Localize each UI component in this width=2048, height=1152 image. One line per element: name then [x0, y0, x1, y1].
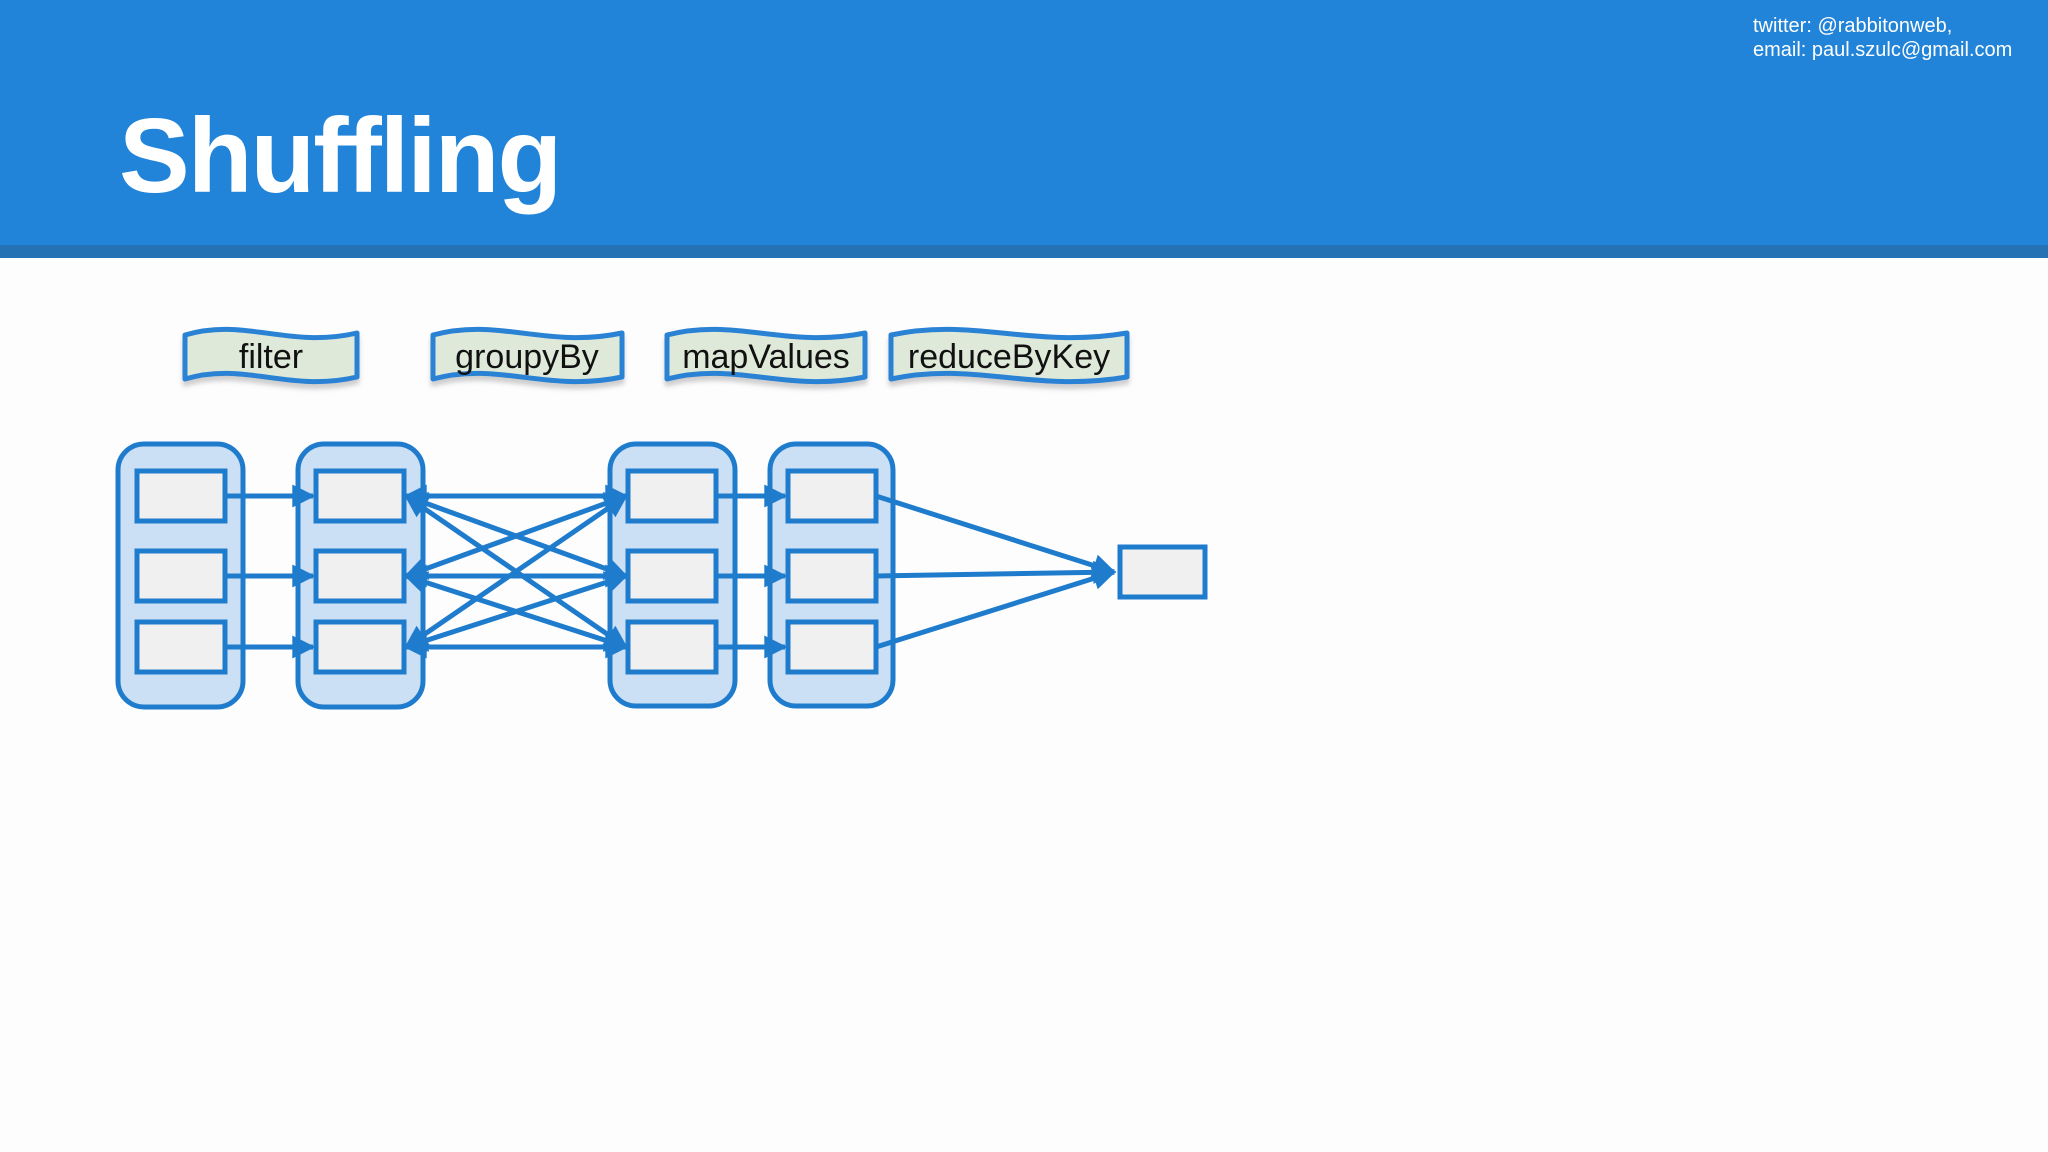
- fanin-arrow-3: [875, 567, 1117, 650]
- fanin-arrows-stage4-result: [875, 493, 1117, 650]
- stage-1-partition-3: [134, 619, 228, 675]
- result-box: [1117, 544, 1208, 600]
- operation-labels: filter groupyBy mapValues reduceByKey: [182, 326, 1130, 385]
- contact-twitter: twitter: @rabbitonweb,: [1753, 15, 1953, 37]
- shuffle-arrow-3-2: [403, 571, 629, 652]
- stage-3-partition-1: [625, 468, 719, 524]
- stage-4-partition-1: [785, 468, 879, 524]
- op-label-filter: filter: [239, 338, 303, 376]
- wave-shape-reducebykey: [888, 326, 1130, 385]
- op-label-reducebykey: reduceByKey: [908, 338, 1110, 376]
- stage-1-partition-1: [134, 468, 228, 524]
- stage-2-partition-3: [313, 619, 407, 675]
- stage-4-partition-3: [785, 619, 879, 675]
- header-bar: Shuffling twitter: @rabbitonweb, email: …: [0, 0, 2048, 245]
- stage-3-partition-2: [625, 548, 719, 604]
- fanin-arrow-2: [875, 560, 1117, 584]
- wave-shape-groupyby: [430, 326, 625, 385]
- stage-3-partition-3: [625, 619, 719, 675]
- shuffle-arrows-stage2-stage3: [403, 484, 629, 659]
- slide-title: Shuffling: [119, 97, 562, 215]
- op-label-mapvalues: mapValues: [682, 338, 850, 376]
- stage-2-partition-2: [313, 548, 407, 604]
- header-accent-strip: [0, 245, 2048, 258]
- narrow-arrows-stage1-stage2: [225, 484, 316, 659]
- stage-2-partition-1: [313, 468, 407, 524]
- contact-info: twitter: @rabbitonweb, email: paul.szulc…: [1753, 14, 2012, 62]
- partition-boxes: [134, 468, 1208, 675]
- stage-1-partition-2: [134, 548, 228, 604]
- wave-shape-filter: [182, 326, 360, 385]
- wave-shape-mapvalues: [664, 326, 868, 385]
- stage-4-partition-2: [785, 548, 879, 604]
- fanin-arrow-1: [875, 493, 1117, 577]
- contact-email: email: paul.szulc@gmail.com: [1753, 39, 2013, 61]
- narrow-arrows-stage3-stage4: [716, 484, 788, 659]
- op-label-groupyby: groupyBy: [455, 338, 599, 376]
